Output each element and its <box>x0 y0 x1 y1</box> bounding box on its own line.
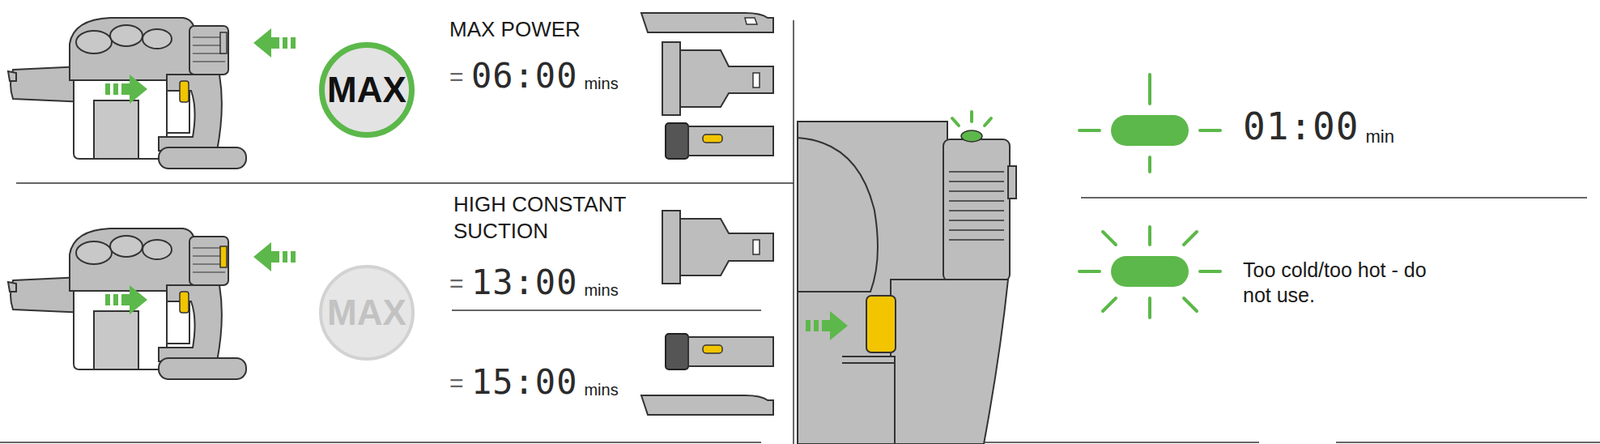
runtime-display: 15:00 <box>471 362 578 402</box>
warning-note: Too cold/too hot - do not use. <box>1242 257 1446 309</box>
equals-sign: = <box>449 269 464 298</box>
unit-label: min <box>1365 126 1394 147</box>
unit-label: mins <box>583 74 618 94</box>
runtime-display: 06:00 <box>471 56 578 96</box>
runtime-display: 01:00 <box>1242 105 1359 149</box>
mode-heading: HIGH CONSTANT SUCTION <box>453 191 666 244</box>
mode-circle: MAX <box>318 263 416 362</box>
unit-label: mins <box>583 280 618 300</box>
runtime-display: 13:00 <box>471 263 578 303</box>
equals-sign: = <box>449 63 464 92</box>
unit-label: mins <box>583 380 618 400</box>
mode-circle: MAX <box>318 41 416 139</box>
mode-label: MAX <box>318 41 416 139</box>
mode-label: MAX <box>318 263 416 362</box>
mode-heading: MAX POWER <box>449 17 581 43</box>
equals-sign: = <box>449 369 464 398</box>
